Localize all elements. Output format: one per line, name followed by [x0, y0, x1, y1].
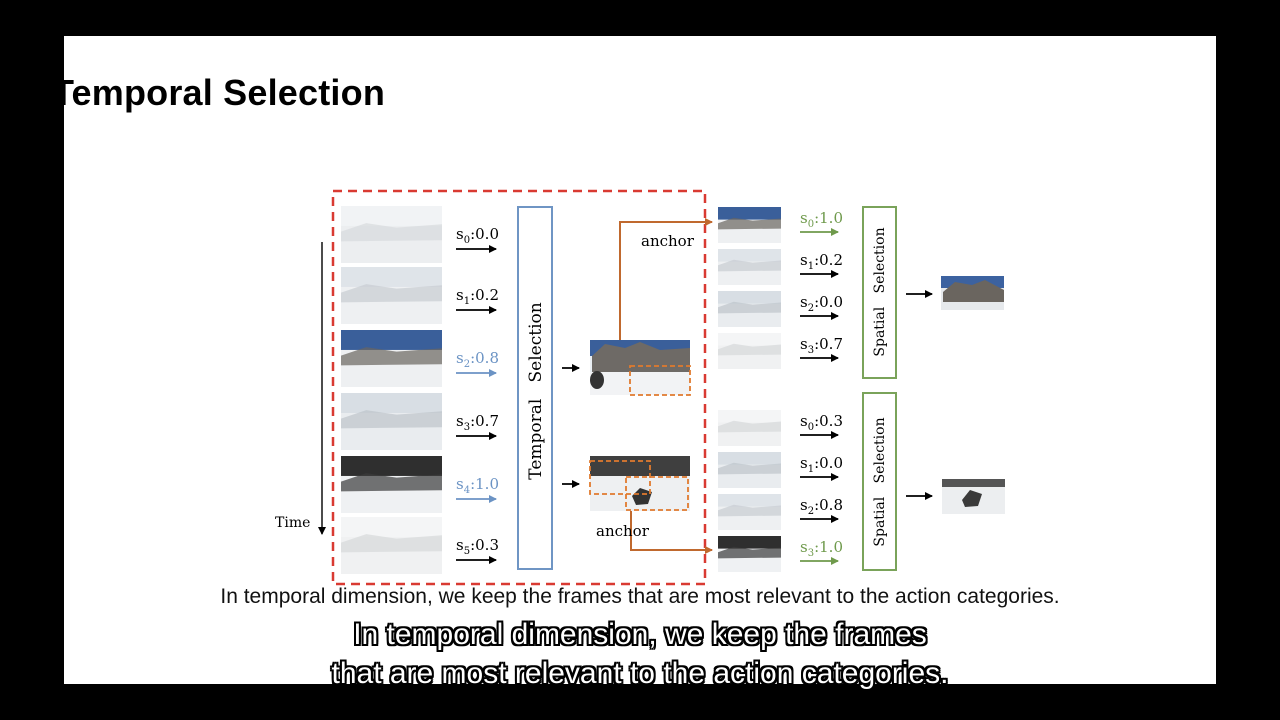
spatial-selection-label-top: Spatial Selection — [872, 227, 888, 356]
spatial-top-2-score: s2:0.0 — [800, 293, 843, 314]
anchor-connector-top — [619, 218, 713, 340]
video-frame-2 — [341, 330, 442, 387]
spatial-top-scores: s0:1.0 s1:0.2 s2:0.0 s3:0.7 — [800, 209, 843, 362]
spatial-top-frames — [718, 207, 781, 369]
spatial-selection-label-bottom: Spatial Selection — [872, 417, 888, 546]
spatial-bottom-crop-0 — [718, 410, 781, 446]
spatial-bottom-2-score: s2:0.8 — [800, 496, 843, 517]
video-frame-3 — [341, 393, 442, 450]
frame-1-score: s1:0.2 — [456, 286, 499, 307]
spatial-bottom-1-score: s1:0.0 — [800, 454, 843, 475]
temporal-selection-label: Temporal Selection — [526, 302, 546, 479]
video-frame-0 — [341, 206, 442, 263]
spatial-selection-box-top — [862, 206, 897, 379]
spatial-top-crop-2 — [718, 291, 781, 327]
spatial-top-crop-3 — [718, 333, 781, 369]
frame-0-score: s0:0.0 — [456, 225, 499, 246]
frame-4-score: s4:1.0 — [456, 475, 499, 496]
time-label: Time — [275, 515, 310, 531]
spatial-top-crop-0 — [718, 207, 781, 243]
spatial-bottom-crop-2 — [718, 494, 781, 530]
spatial-bottom-crop-3 — [718, 536, 781, 572]
frame-column — [341, 206, 442, 574]
anchor-label-top: anchor — [641, 232, 695, 250]
video-frame-1 — [341, 267, 442, 324]
anchor-connector-bottom — [630, 511, 713, 554]
frame-scores: s0:0.0 s1:0.2 s2:0.8 s3:0.7 s4:1.0 s5:0.3 — [456, 225, 499, 564]
spatial-top-0-score: s0:1.0 — [800, 209, 843, 230]
anchor-label-bottom: anchor — [596, 522, 650, 540]
subtitle-line-1: In temporal dimension, we keep the frame… — [353, 618, 927, 651]
spatial-top-crop-1 — [718, 249, 781, 285]
video-frame-5 — [341, 517, 442, 574]
slide-title: Temporal Selection — [52, 72, 386, 113]
video-frame-4 — [341, 456, 442, 513]
spatial-bottom-3-score: s3:1.0 — [800, 538, 843, 559]
slide-caption: In temporal dimension, we keep the frame… — [220, 585, 1060, 608]
spatial-bottom-crop-1 — [718, 452, 781, 488]
spatial-bottom-0-score: s0:0.3 — [800, 412, 843, 433]
output-crop-top — [941, 276, 1004, 310]
spatial-bottom-scores: s0:0.3 s1:0.0 s2:0.8 s3:1.0 — [800, 412, 843, 565]
frame-2-score: s2:0.8 — [456, 349, 499, 370]
spatial-selection-box-bottom — [862, 392, 897, 571]
spatial-bottom-frames — [718, 410, 781, 572]
temporal-dashed-box — [331, 189, 707, 586]
frame-3-score: s3:0.7 — [456, 412, 499, 433]
subtitle-line-2: that are most relevant to the action cat… — [331, 657, 949, 690]
temporal-selection-box — [517, 206, 553, 570]
frame-5-score: s5:0.3 — [456, 536, 499, 557]
spatial-top-3-score: s3:0.7 — [800, 335, 843, 356]
output-crop-bottom — [942, 479, 1005, 514]
selected-frame-bottom — [589, 456, 690, 511]
selected-frame-top — [590, 340, 691, 396]
spatial-top-1-score: s1:0.2 — [800, 251, 843, 272]
